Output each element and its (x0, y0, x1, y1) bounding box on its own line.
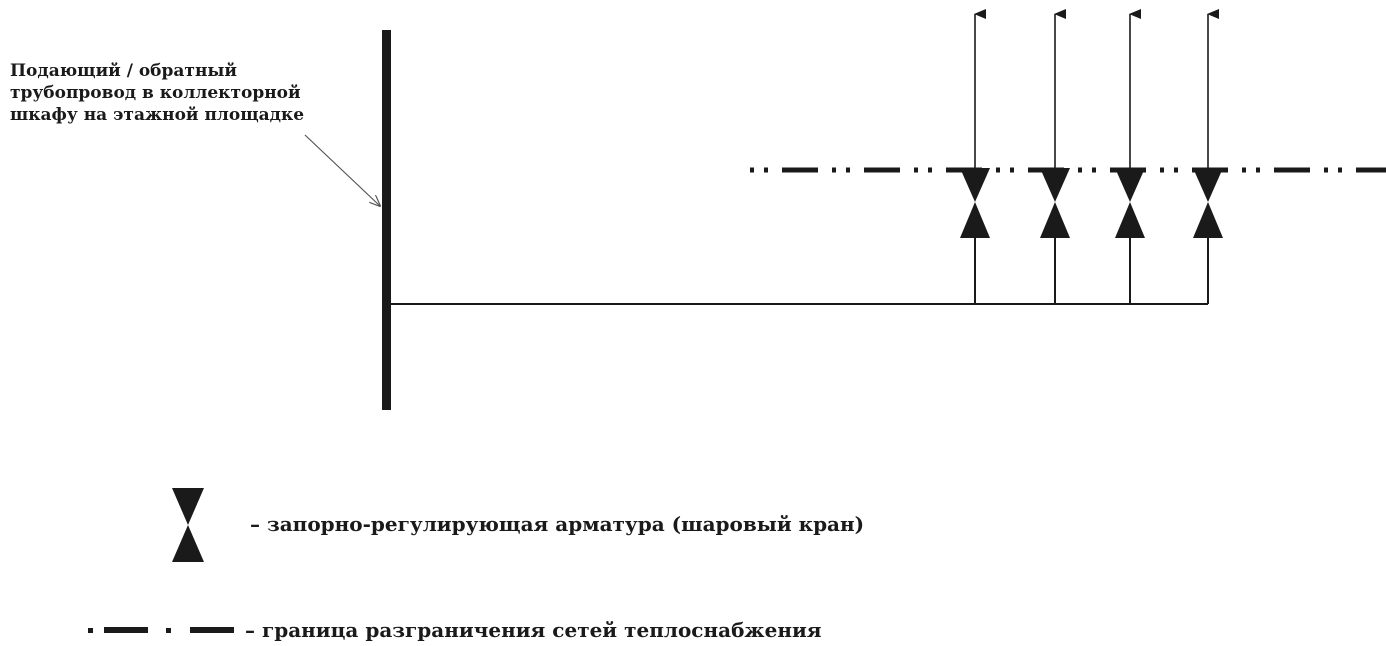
pipe-label-line-1: Подающий / обратный (10, 61, 238, 81)
pipe-label: Подающий / обратный трубопровод в коллек… (10, 60, 304, 126)
collector-pipe (382, 30, 391, 410)
branch-1 (960, 9, 990, 304)
branches-group (960, 9, 1223, 304)
legend-boundary-text: – граница разграничения сетей теплоснабж… (245, 618, 822, 642)
pipe-label-line-2: трубопровод в коллекторной (10, 83, 301, 103)
legend-valve-text: – запорно-регулирующая арматура (шаровый… (250, 512, 865, 536)
branch-2 (1040, 9, 1070, 304)
branch-4 (1193, 9, 1223, 304)
branch-3 (1115, 9, 1145, 304)
ball-valve-icon (1115, 168, 1145, 238)
legend-ball-valve-icon (172, 488, 204, 562)
ball-valve-icon (960, 168, 990, 238)
legend-boundary-line-icon (88, 627, 234, 633)
pipe-label-line-3: шкафу на этажной площадке (10, 105, 305, 125)
label-leader-line (304, 134, 380, 206)
ball-valve-icon (1040, 168, 1070, 238)
ball-valve-icon (1193, 168, 1223, 238)
